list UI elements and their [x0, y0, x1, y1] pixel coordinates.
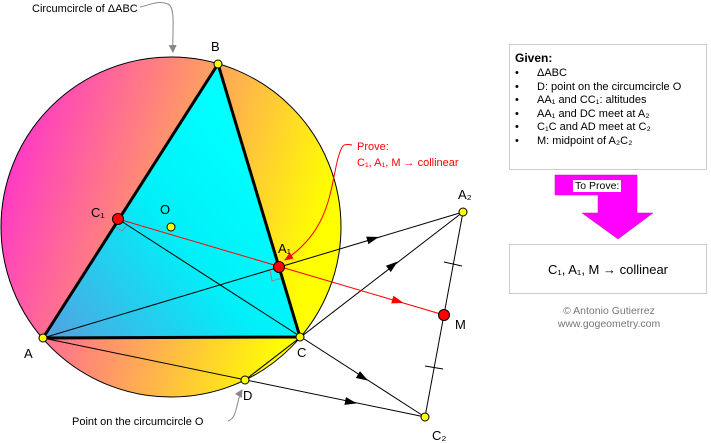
line-a-a2: [42, 211, 464, 339]
label-b: B: [211, 39, 220, 54]
point-c1[interactable]: [112, 213, 124, 225]
label-c1: C₁: [91, 205, 105, 220]
label-a: A: [24, 346, 33, 361]
label-c2: C₂: [432, 428, 446, 443]
line-c1-c2: [117, 218, 426, 418]
line-d-a2: [244, 211, 464, 381]
given-item-text: M: midpoint of A₂C₂: [537, 134, 633, 147]
triangle-abc: [43, 64, 300, 338]
tick-mark-upper: [443, 261, 463, 267]
point-a1[interactable]: [273, 261, 285, 273]
conclusion-text: C₁, A₁, M → collinear: [547, 261, 669, 277]
given-item-text: C₁C and AD meet at C₂: [537, 121, 651, 133]
credit-site[interactable]: www.gogeometry.com: [557, 318, 661, 330]
label-m: M: [455, 317, 466, 332]
given-item-text: D: point on the circumcircle O: [537, 80, 682, 93]
given-box: Given: •ΔABC •D: point on the circumcirc…: [509, 44, 707, 170]
triangle-sides: [41, 62, 302, 340]
given-item: •D: point on the circumcircle O: [515, 80, 682, 93]
given-item-text: AA₁ and CC₁: altitudes: [537, 94, 647, 106]
label-circumcircle: Circumcircle of ΔABC: [32, 3, 138, 15]
given-item: •M: midpoint of A₂C₂: [515, 134, 633, 147]
label-a1: A₁: [278, 241, 292, 256]
given-item: •AA₁ and CC₁: altitudes: [515, 94, 647, 106]
given-item-text: AA₁ and DC meet at A₂: [537, 107, 650, 120]
label-prove-text: C₁, A₁, M → collinear: [357, 157, 459, 169]
given-list: •ΔABC •D: point on the circumcircle O •A…: [510, 67, 706, 148]
credit: © Antonio Gutierrez www.gogeometry.com: [509, 305, 709, 331]
point-m[interactable]: [438, 309, 450, 321]
callout-prove: [284, 143, 353, 261]
label-point-on-circle: Point on the circumcircle O: [72, 416, 204, 428]
point-d[interactable]: [240, 375, 250, 385]
credit-author: © Antonio Gutierrez: [563, 305, 655, 317]
given-item: •ΔABC: [515, 67, 567, 79]
point-a[interactable]: [38, 333, 48, 343]
callout-point-d: [227, 389, 243, 422]
given-item: •AA₁ and DC meet at A₂: [515, 107, 650, 120]
right-angle-c1: [113, 224, 128, 232]
label-o: O: [160, 202, 170, 217]
given-title: Given:: [515, 51, 553, 65]
point-c2[interactable]: [420, 412, 430, 422]
point-c[interactable]: [295, 332, 305, 342]
point-b[interactable]: [213, 59, 223, 69]
label-a2: A₂: [458, 187, 472, 202]
callout-circumcircle: [139, 2, 177, 53]
conclusion-box: C₁, A₁, M → collinear: [509, 244, 707, 294]
tick-mark-lower: [424, 365, 444, 370]
point-a2[interactable]: [458, 207, 468, 217]
label-c: C: [297, 345, 306, 360]
given-item: •C₁C and AD meet at C₂: [515, 121, 651, 133]
line-a-c2: [42, 337, 426, 418]
right-angle-a1: [269, 269, 283, 282]
point-o[interactable]: [166, 222, 176, 232]
label-d: D: [243, 388, 252, 403]
label-prove-title: Prove:: [357, 141, 389, 153]
to-prove-label: To Prove:: [573, 180, 622, 192]
given-item-text: ΔABC: [537, 67, 567, 79]
